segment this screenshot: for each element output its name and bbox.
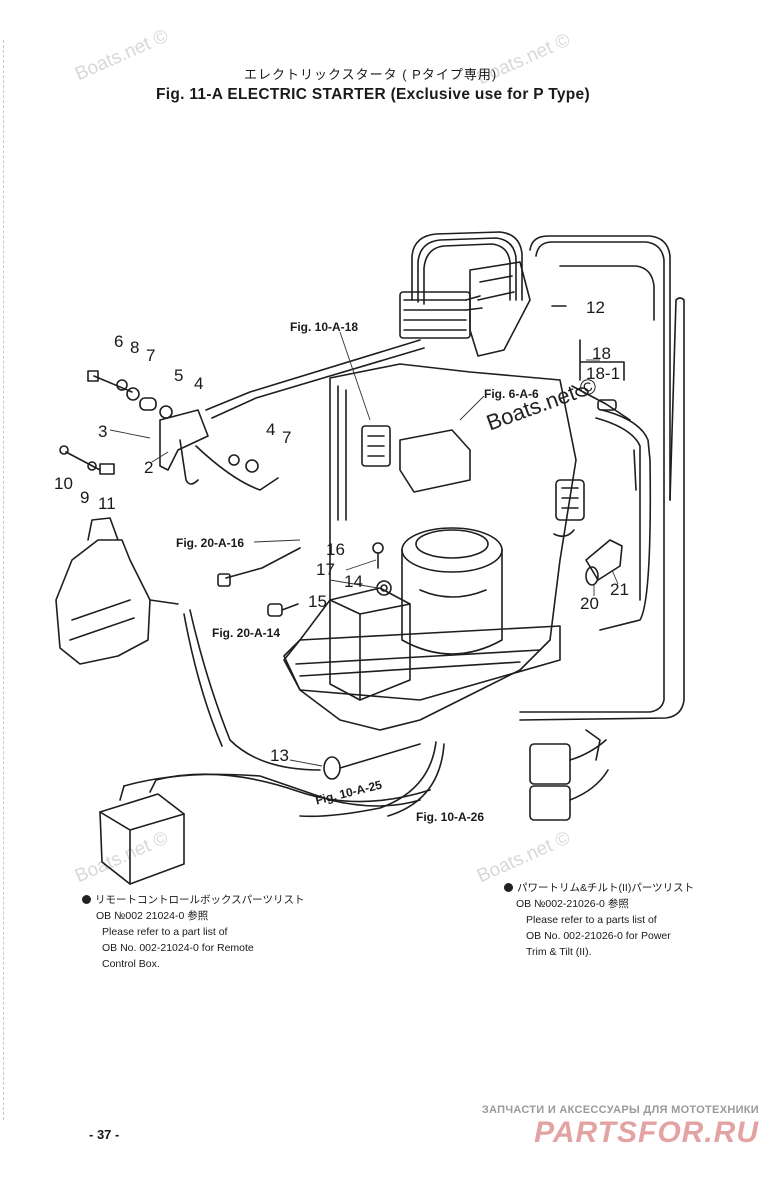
part-number-label: 4: [194, 374, 204, 393]
part-number-label: 13: [270, 746, 289, 765]
battery: [99, 793, 185, 885]
part-number-label: 20: [580, 594, 599, 613]
remote-control-box: [55, 539, 151, 665]
bullet-icon: [504, 883, 513, 892]
note-power-trim-tilt: パワートリム&チルト(II)パーツリスト OB №002-21026-0 参照 …: [504, 880, 694, 960]
starter-relay: [329, 587, 411, 701]
starter-bracket: [159, 409, 209, 471]
part-number-label: 4: [266, 420, 276, 439]
figure-title-japanese: エレクトリックスタータ ( Pタイプ専用): [244, 67, 498, 82]
part-number-label: 8: [130, 338, 140, 357]
part-number-label: 14: [344, 572, 363, 591]
grommet: [323, 756, 341, 780]
trim-connector-lower: [529, 785, 571, 821]
connector-block: [399, 291, 471, 339]
shop-watermark: ЗАПЧАСТИ И АКСЕССУАРЫ ДЛЯ МОТОТЕХНИКИ PA…: [482, 1104, 759, 1150]
part-number-label: 7: [282, 428, 292, 447]
bullet-icon: [82, 895, 91, 904]
part-number-label: 12: [586, 298, 605, 317]
part-number-label: 21: [610, 580, 629, 599]
part-number-label: 16: [326, 540, 345, 559]
figure-reference: Fig. 6-A-6: [484, 387, 539, 401]
part-number-label: 3: [98, 422, 108, 441]
harness-loop-outer: [529, 235, 671, 501]
part-number-label: 6: [114, 332, 124, 351]
mount-bracket: [469, 261, 531, 357]
part-number-label: 9: [80, 488, 90, 507]
coil-unit: [361, 425, 391, 467]
part-number-label: 18-1: [586, 364, 621, 383]
harness-to-bracket: [205, 339, 421, 411]
starter-motor-top: [401, 527, 503, 573]
figure-reference: Fig. 20-A-14: [212, 626, 281, 640]
note-remote-control-box: リモートコントロールボックスパーツリスト OB №002 21024-0 参照 …: [82, 892, 304, 972]
connector-pair: [555, 479, 585, 521]
connector-holder: [585, 539, 623, 581]
part-number-label: 7: [146, 346, 156, 365]
figure-reference: Fig. 10-A-26: [416, 810, 485, 824]
engine-block: [283, 363, 577, 731]
trim-connector-upper: [529, 743, 571, 785]
part-number-label: 10: [54, 474, 73, 493]
figure-reference: Fig. 10-A-18: [290, 320, 359, 334]
fuse-holder: [575, 387, 589, 397]
part-number-label: 5: [174, 366, 184, 385]
harness-loop: [411, 231, 523, 301]
part-number-label: 18: [592, 344, 611, 363]
figure-title: Fig. 11-A ELECTRIC STARTER (Exclusive us…: [156, 86, 590, 103]
part-number-label: 11: [98, 494, 116, 513]
shop-tagline: ЗАПЧАСТИ И АКСЕССУАРЫ ДЛЯ МОТОТЕХНИКИ: [481, 1104, 759, 1116]
page-number: - 37 -: [89, 1127, 120, 1142]
part-number-label: 15: [308, 592, 327, 611]
figure-reference: Fig. 20-A-16: [176, 536, 245, 550]
scan-edge-line: [3, 40, 4, 1120]
shop-logo: PARTSFOR.RU: [534, 1116, 759, 1149]
part-number-label: 2: [144, 458, 154, 477]
part-number-label: 17: [316, 560, 335, 579]
